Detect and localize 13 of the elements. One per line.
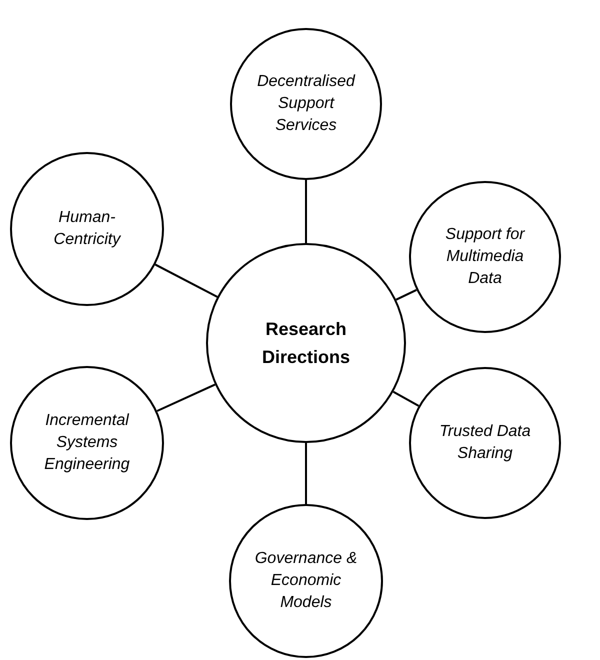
topic-label: Governance & Economic Models [254,549,358,613]
connector-line [305,443,307,504]
connector-line [392,390,420,407]
connector-line [156,384,216,412]
connector-line [154,264,218,298]
topic-label: Decentralised Support Services [256,72,356,136]
connector-line [305,180,307,243]
topic-label: Trusted Data Sharing [438,422,532,464]
topic-label: Human- Centricity [52,208,122,250]
topic-label: Support for Multimedia Data [444,225,526,289]
topic-label: Research Directions [260,318,352,369]
connector-line [396,289,417,301]
topic-label: Incremental Systems Engineering [43,411,131,475]
